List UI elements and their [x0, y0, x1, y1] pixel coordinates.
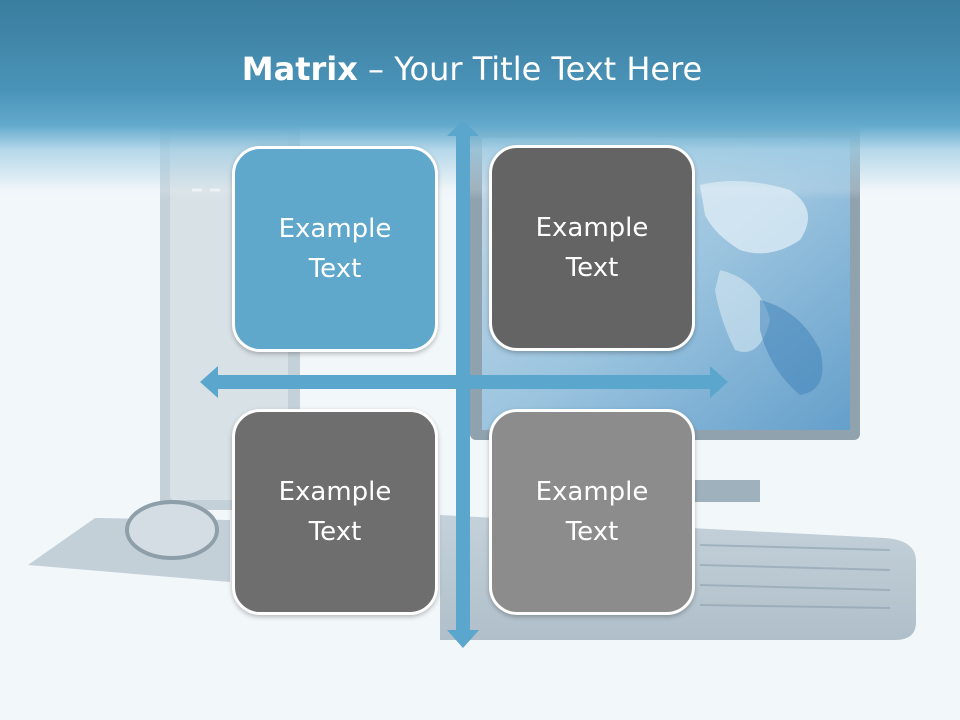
title-bold-part: Matrix: [241, 50, 358, 88]
monitor-stand: [680, 480, 760, 502]
quadrant-top-right: Example Text: [489, 145, 695, 351]
quadrant-top-right-label: Example Text: [535, 213, 649, 283]
slide-title: Matrix – Your Title Text Here: [0, 50, 944, 88]
vertical-axis-arrow-bottom: [447, 630, 479, 648]
header-band: [0, 0, 960, 200]
quadrant-top-left: Example Text: [232, 146, 438, 352]
quadrant-bottom-right-label: Example Text: [535, 477, 649, 547]
quadrant-top-left-label: Example Text: [278, 214, 392, 284]
quadrant-bottom-left-label: Example Text: [278, 477, 392, 547]
horizontal-axis-arrow-right: [710, 366, 728, 398]
horizontal-axis-line: [214, 375, 712, 389]
quadrant-bottom-left: Example Text: [232, 409, 438, 615]
horizontal-axis-arrow-left: [200, 366, 218, 398]
title-rest-part: – Your Title Text Here: [357, 50, 703, 88]
quadrant-bottom-right: Example Text: [489, 409, 695, 615]
vertical-axis-arrow-top: [447, 120, 479, 136]
mouse: [125, 500, 219, 560]
